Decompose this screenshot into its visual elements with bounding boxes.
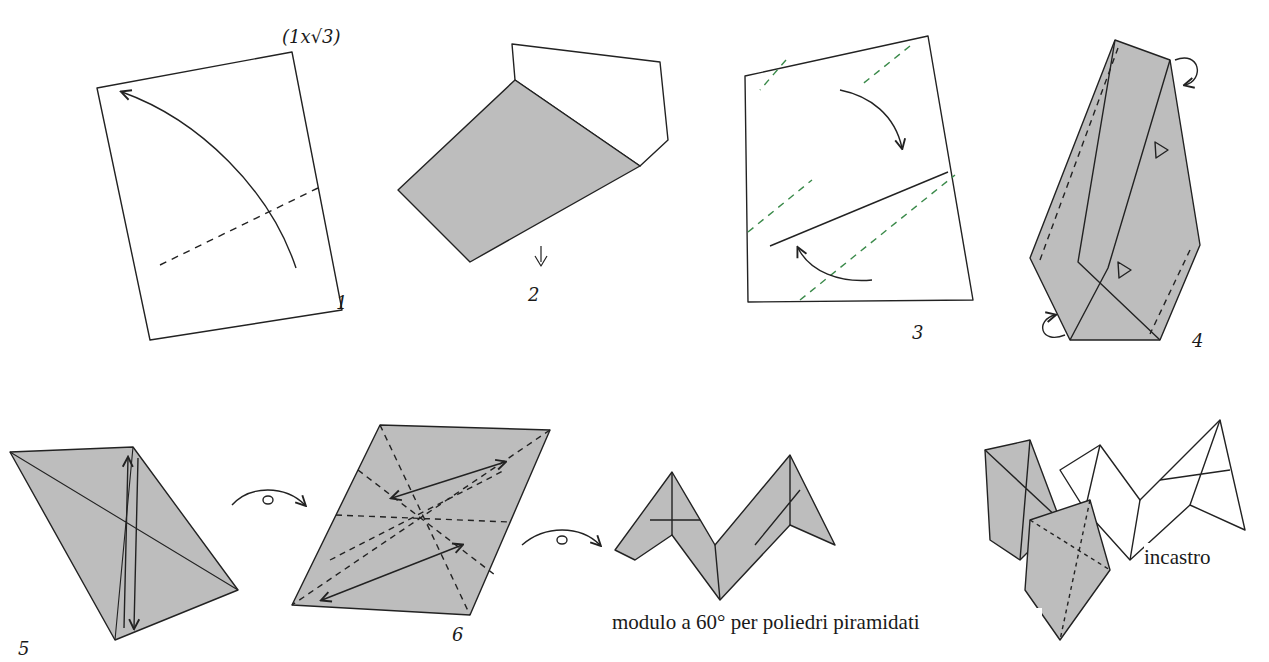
step-number: 2 [528, 284, 539, 305]
step-number: 1 [336, 292, 347, 313]
step-number: 4 [1192, 330, 1203, 351]
step-number: 5 [18, 638, 29, 659]
caption-text: incastro [1144, 543, 1210, 572]
step-number: 6 [452, 624, 463, 645]
caption-text: modulo a 60° per poliedri piramidati [612, 608, 1042, 637]
step-number: 3 [912, 322, 923, 343]
step-number: (1x√3) [282, 26, 341, 47]
